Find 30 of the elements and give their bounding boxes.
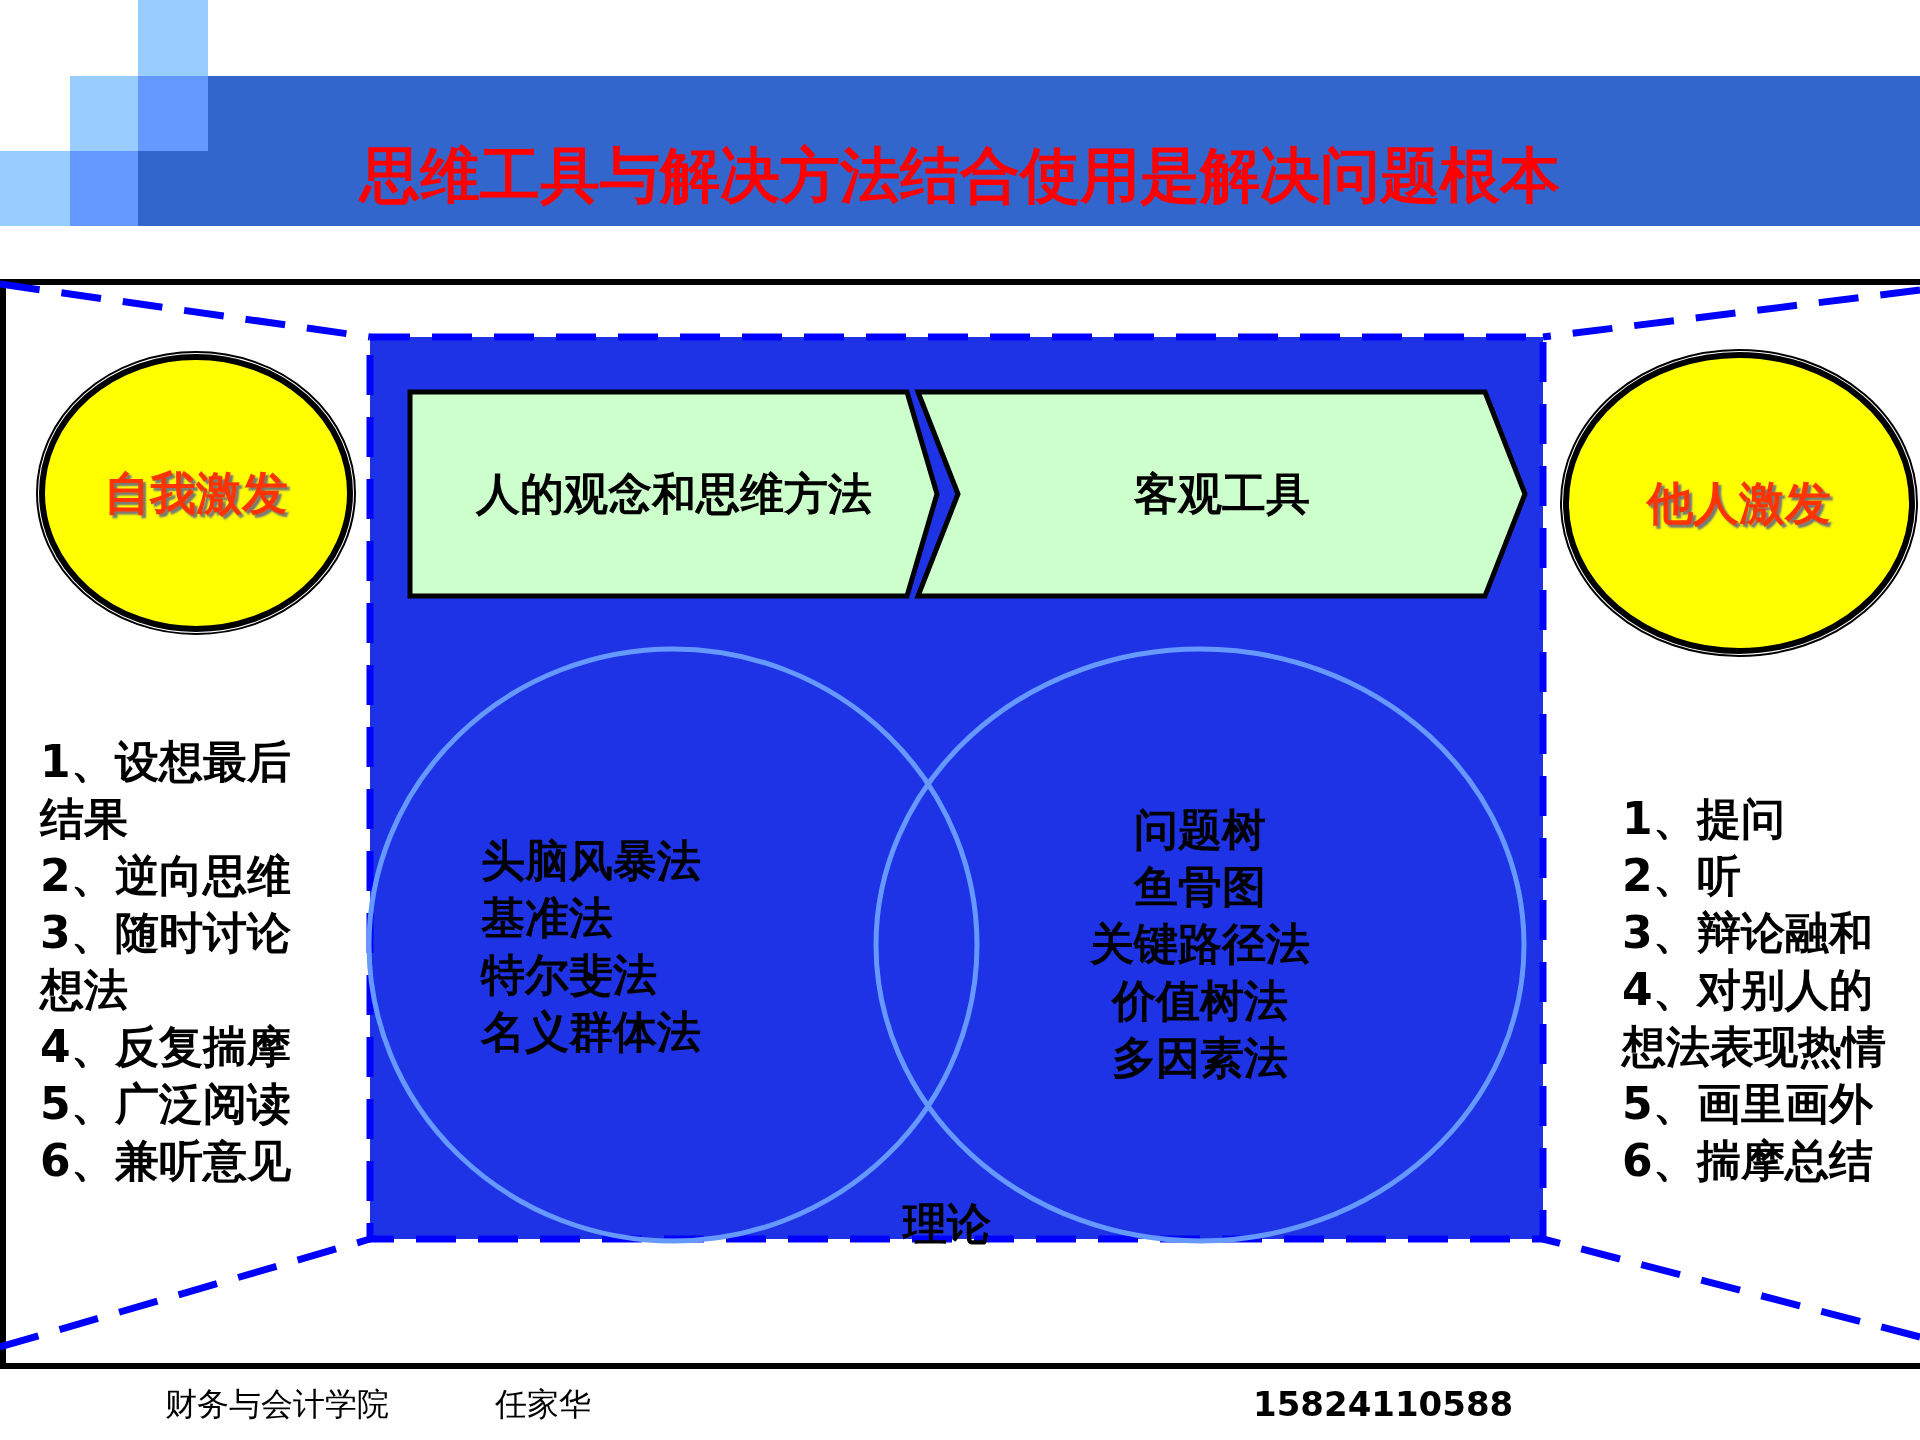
list-item: 1、提问: [1622, 792, 1785, 846]
footer-text: 15824110588: [1253, 1384, 1514, 1424]
oval-label: 他人激发: [1645, 475, 1832, 531]
list-item: 5、广泛阅读: [40, 1077, 291, 1131]
list-item: 多因素法: [1111, 1031, 1289, 1085]
list-item: 3、随时讨论想法: [40, 906, 292, 1017]
footer-text: 财务与会计学院: [165, 1384, 389, 1424]
list-item: 5、画里画外: [1622, 1077, 1873, 1131]
list-item: 6、揣摩总结: [1622, 1134, 1873, 1188]
list-item: 特尔斐法: [481, 948, 657, 1002]
title: 思维工具与解决方法结合使用是解决问题根本: [357, 139, 1561, 212]
list-item: 1、设想最后结果: [40, 735, 292, 846]
chevron-label: 客观工具: [1132, 467, 1311, 521]
list-item: 基准法: [481, 891, 613, 945]
list-item: 名义群体法: [481, 1005, 701, 1059]
list-item: 关键路径法: [1088, 917, 1311, 971]
footer-text: 任家华: [495, 1384, 591, 1424]
list-item: 6、兼听意见: [40, 1134, 291, 1188]
list-item: 头脑风暴法: [481, 834, 701, 888]
oval-label: 自我激发: [103, 465, 289, 521]
list-item: 2、听: [1622, 849, 1741, 903]
list-item: 问题树: [1133, 803, 1267, 857]
chevron-label: 人的观念和思维方法: [474, 467, 873, 521]
list-item: 3、辩论融和: [1622, 906, 1873, 960]
list-item: 鱼骨图: [1132, 860, 1267, 914]
list-item: 4、反复揣摩: [40, 1020, 291, 1074]
caption-label: 理论: [901, 1197, 992, 1251]
list-item: 4、对别人的想法表现热情: [1622, 963, 1887, 1074]
list-item: 2、逆向思维: [40, 849, 291, 903]
list-item: 价值树法: [1110, 974, 1289, 1028]
